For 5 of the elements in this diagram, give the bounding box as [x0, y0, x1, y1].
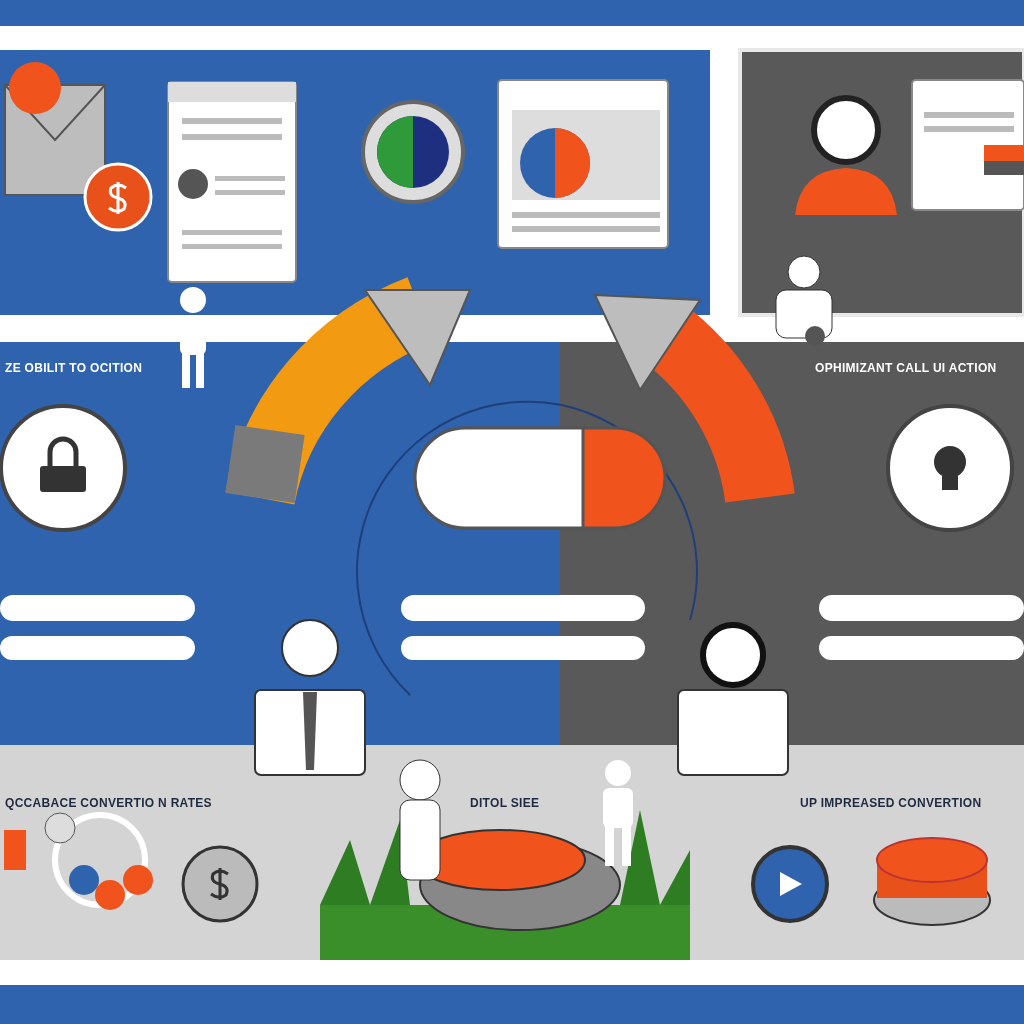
section-heading: UP IMPREASED CONVERTION [800, 796, 982, 810]
section-heading: QCCABACE CONVERTIO N RATES [5, 796, 212, 810]
section-heading: DITOL SIEE [470, 796, 540, 810]
section-heading: ZE OBILIT TO OCITION [5, 361, 143, 375]
section-heading: OPHIMIZANT CALL UI ACTION [815, 361, 997, 375]
